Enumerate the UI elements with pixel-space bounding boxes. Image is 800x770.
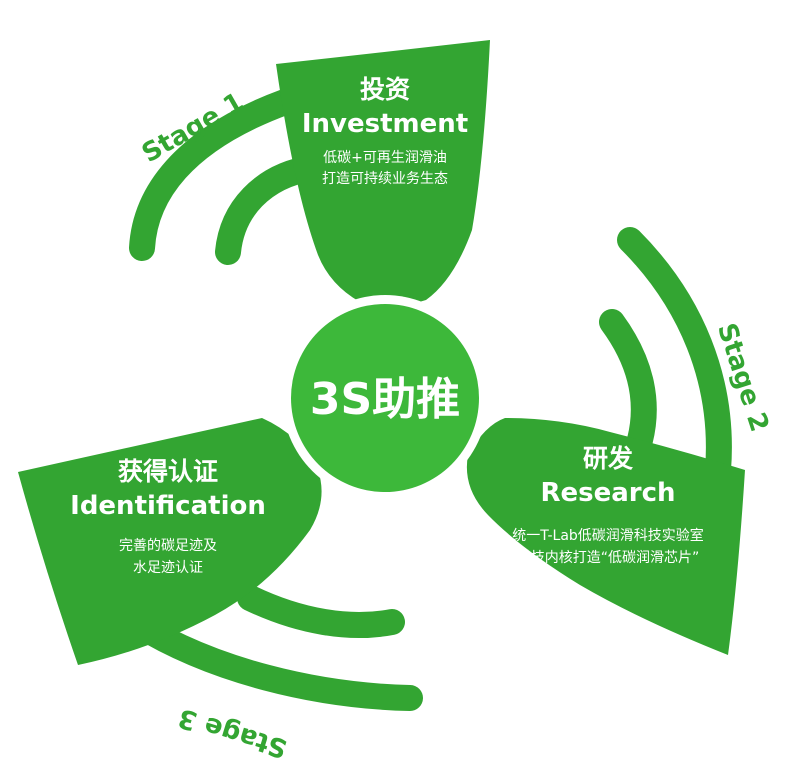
stage-3-inner-arc (237, 585, 405, 638)
center-label: 3S助推 (310, 374, 460, 425)
research-desc-2: 科技内核打造“低碳润滑芯片” (517, 549, 700, 566)
stage-2-arcs (599, 227, 732, 483)
investment-desc-1: 低碳+可再生润滑油 (323, 149, 447, 166)
center-circle (291, 304, 479, 492)
stage-1-outer-arc (129, 89, 298, 261)
identification-desc-1: 完善的碳足迹及 (119, 538, 217, 554)
identification-desc-2: 水足迹认证 (133, 560, 203, 576)
research-blade (466, 418, 745, 655)
identification-title-en: Identification (70, 491, 266, 521)
investment-desc-2: 打造可持续业务生态 (322, 170, 448, 187)
research-title-cn: 研发 (583, 444, 633, 473)
stage-3-label: Stage 3 (175, 702, 291, 763)
identification-title-cn: 获得认证 (118, 457, 218, 486)
research-desc-1: 统一T-Lab低碳润滑科技实验室 (512, 527, 704, 544)
investment-blade (276, 40, 490, 307)
research-title-en: Research (540, 478, 675, 508)
investment-title-en: Investment (302, 109, 468, 139)
stage-2-outer-arc (617, 227, 732, 483)
investment-title-cn: 投资 (360, 75, 410, 104)
stage-2-inner-arc (599, 309, 657, 453)
identification-blade (18, 418, 322, 665)
